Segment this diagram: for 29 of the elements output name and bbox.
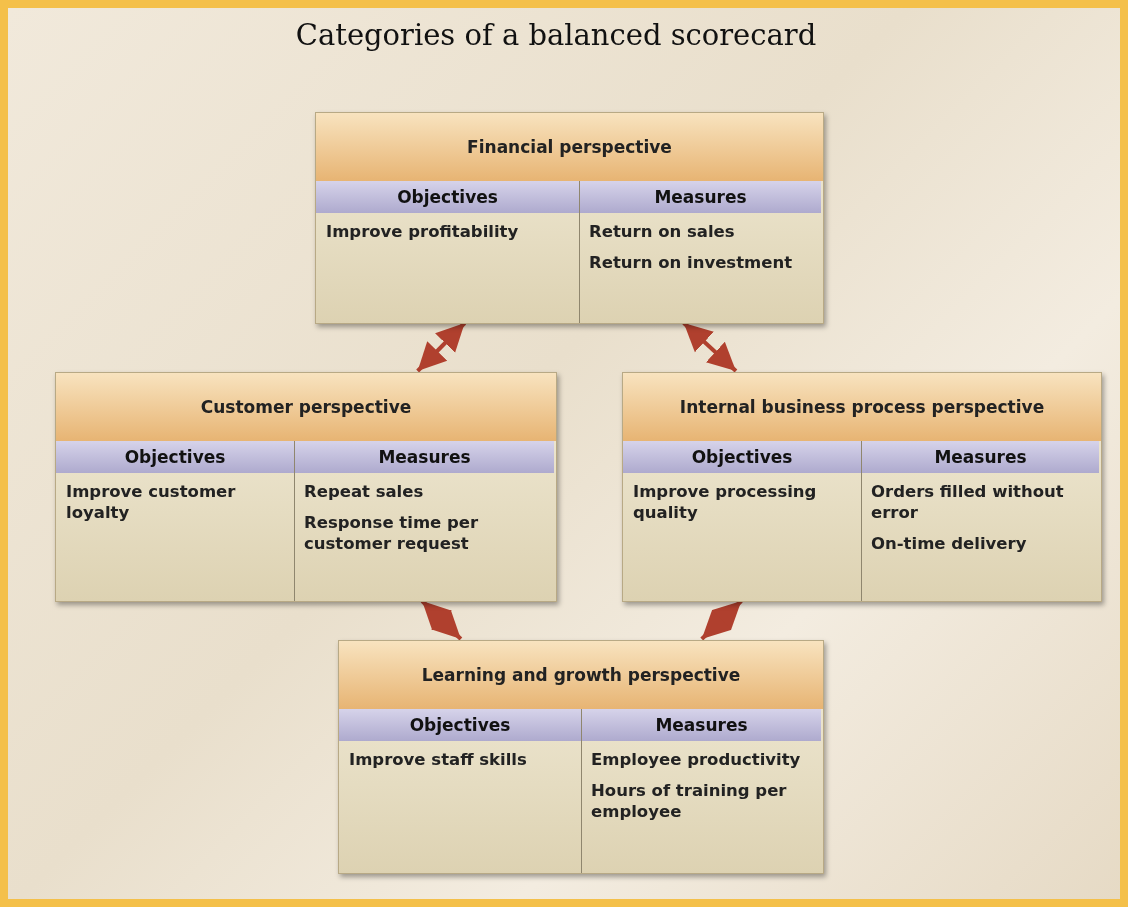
column-heading: Measures [580, 181, 821, 213]
card-heading: Customer perspective [56, 373, 556, 441]
objective-text: Improve customer loyalty [66, 481, 237, 523]
column-heading: Measures [862, 441, 1099, 473]
measure-text: Response time per customer request [304, 512, 480, 554]
card-heading: Internal business process perspective [623, 373, 1101, 441]
scorecard-card [315, 112, 824, 324]
scorecard-card [338, 640, 824, 874]
column-heading: Measures [295, 441, 554, 473]
scorecard-card [622, 372, 1102, 602]
card-heading: Financial perspective [316, 113, 823, 181]
measure-text: Repeat sales [304, 481, 425, 502]
measure-text: Return on sales [589, 221, 736, 242]
measure-text: Return on investment [589, 252, 794, 273]
scorecard-card [55, 372, 557, 602]
objective-text: Improve staff skills [349, 749, 528, 770]
measure-text: Hours of training per employee [591, 780, 788, 822]
objective-text: Improve profitability [326, 221, 520, 242]
measure-text: Employee productivity [591, 749, 802, 770]
column-heading: Objectives [316, 181, 579, 213]
objective-text: Improve processing quality [633, 481, 818, 523]
measure-text: On-time delivery [871, 533, 1028, 554]
column-heading: Objectives [623, 441, 861, 473]
column-heading: Objectives [56, 441, 294, 473]
column-heading: Measures [582, 709, 821, 741]
card-heading: Learning and growth perspective [339, 641, 823, 709]
column-heading: Objectives [339, 709, 581, 741]
measure-text: Orders filled without error [871, 481, 1065, 523]
diagram-title: Categories of a balanced scorecard [294, 18, 818, 52]
